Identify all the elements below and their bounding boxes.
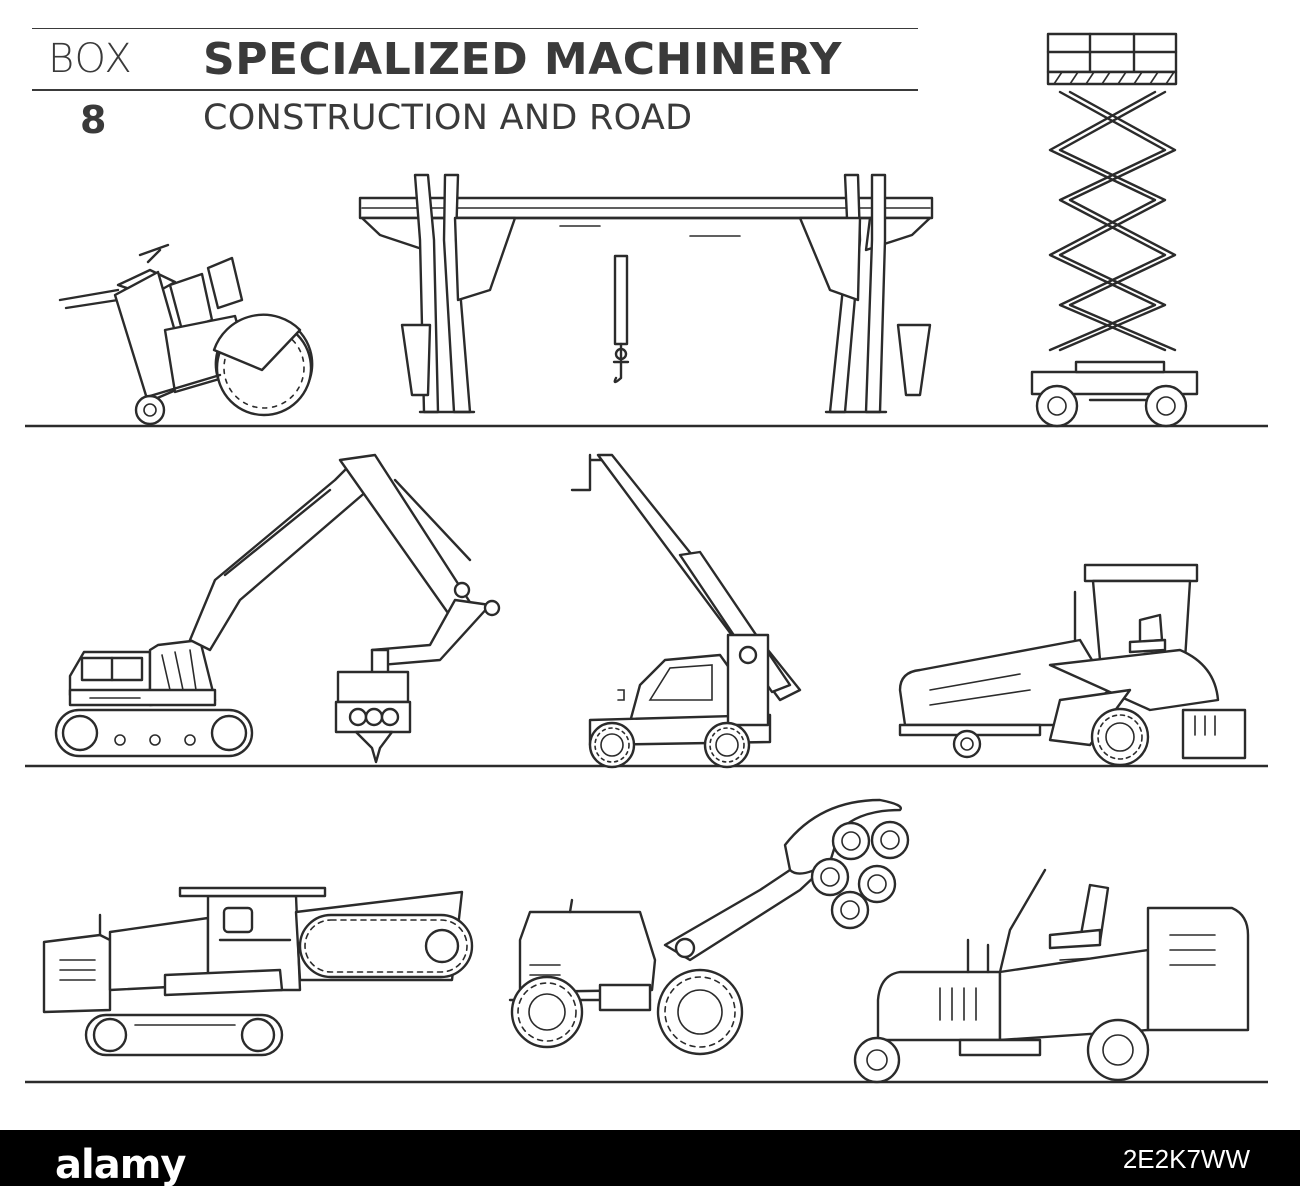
machinery-scene <box>25 32 1268 1084</box>
concrete-saw-icon <box>58 243 314 426</box>
gantry-crane-icon <box>358 173 934 414</box>
illustration-canvas: BOX SPECIALIZED MACHINERY 8 CONSTRUCTION… <box>0 28 1300 1132</box>
page-subtitle: CONSTRUCTION AND ROAD <box>203 98 693 138</box>
alamy-wordmark: alamy <box>55 1142 186 1188</box>
footer-spacer <box>0 1122 1300 1132</box>
box-number: 8 <box>80 98 107 142</box>
header-rule-top <box>32 28 918 29</box>
header-rule <box>32 89 918 91</box>
asphalt-paver-icon <box>898 563 1247 767</box>
log-loader-icon <box>508 798 910 1056</box>
watermark-footer-bar <box>0 1130 1300 1186</box>
scissor-lift-icon <box>1030 32 1199 428</box>
telehandler-icon <box>570 453 802 769</box>
trencher-icon <box>42 886 474 1057</box>
page-title: SPECIALIZED MACHINERY <box>203 34 842 85</box>
image-id-label: 2E2K7WW <box>1122 1144 1250 1174</box>
box-label: BOX <box>48 36 133 82</box>
excavator-pile-driver-icon <box>54 453 501 764</box>
road-roller-tractor-icon <box>853 868 1250 1084</box>
